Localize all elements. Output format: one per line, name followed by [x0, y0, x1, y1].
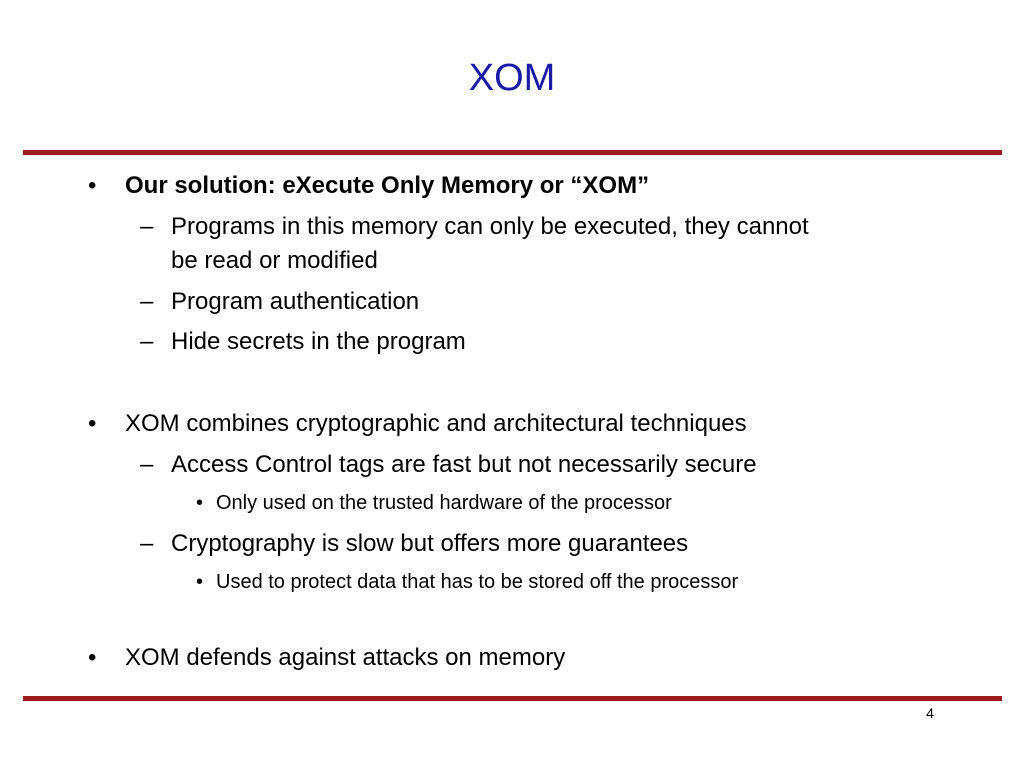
sub-bullet-access-control: Access Control tags are fast but not nec…	[171, 451, 757, 478]
sub-bullet-marker: –	[140, 328, 154, 355]
sub-bullet-marker: –	[140, 288, 154, 315]
page-number: 4	[926, 705, 934, 721]
bottom-divider	[23, 696, 1002, 701]
bullet-our-solution: Our solution: eXecute Only Memory or “XO…	[125, 172, 650, 199]
sub-sub-bullet-protect-data: Used to protect data that has to be stor…	[216, 571, 739, 593]
slide-title: XOM	[468, 57, 556, 99]
bullet-marker: •	[88, 172, 97, 199]
sub-sub-bullet-marker: •	[196, 492, 204, 514]
sub-sub-bullet-trusted-hardware: Only used on the trusted hardware of the…	[216, 492, 672, 514]
top-divider	[23, 150, 1002, 155]
sub-sub-bullet-marker: •	[196, 571, 204, 593]
sub-bullet-marker: –	[140, 213, 154, 240]
sub-bullet-program-authentication: Program authentication	[171, 288, 420, 315]
sub-bullet-programs-line1: Programs in this memory can only be exec…	[171, 213, 809, 240]
sub-bullet-marker: –	[140, 530, 154, 557]
sub-bullet-marker: –	[140, 451, 154, 478]
bullet-marker: •	[88, 410, 97, 437]
sub-bullet-programs-line2: be read or modified	[171, 247, 378, 274]
bullet-marker: •	[88, 644, 97, 671]
sub-bullet-cryptography: Cryptography is slow but offers more gua…	[171, 530, 689, 557]
bullet-xom-defends: XOM defends against attacks on memory	[125, 644, 566, 671]
sub-bullet-hide-secrets: Hide secrets in the program	[171, 328, 466, 355]
bullet-xom-combines: XOM combines cryptographic and architect…	[125, 410, 747, 437]
